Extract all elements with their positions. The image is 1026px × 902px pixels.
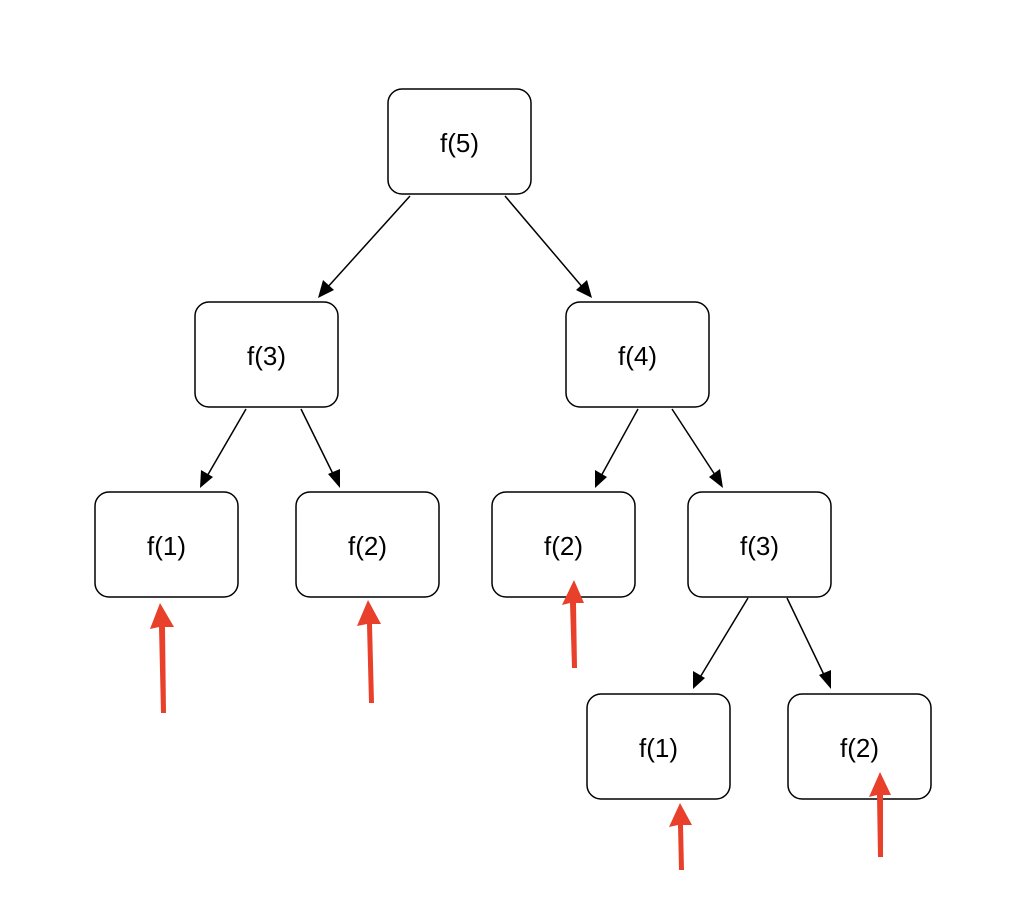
node-root-label: f(5) [440, 128, 479, 158]
edge-n3-to-n3-right [300, 408, 340, 488]
highlight-arrow-f1-first [150, 603, 174, 713]
edge-n4r-to-n4r-right [786, 597, 831, 689]
node-f1-first-label: f(1) [147, 531, 186, 561]
highlight-arrow-f2-first [357, 600, 381, 703]
highlight-arrow-f2-third [869, 772, 891, 857]
edge-n4-to-n4-right [671, 408, 723, 488]
node-f2-first-label: f(2) [348, 531, 387, 561]
node-f2-second-label: f(2) [544, 531, 583, 561]
edge-n4-to-n4-left [595, 408, 639, 488]
edge-n4r-to-n4r-left [693, 597, 749, 689]
node-f2-first: f(2) [295, 491, 440, 598]
node-f3-left-branch-label: f(3) [247, 341, 286, 371]
node-f3-right-branch-label: f(3) [740, 531, 779, 561]
node-f3-left-branch: f(3) [194, 301, 339, 408]
edge-n3-to-n3-left [200, 408, 247, 488]
node-f1-second: f(1) [586, 693, 731, 800]
node-f2-third: f(2) [787, 693, 932, 800]
node-f1-second-label: f(1) [639, 733, 678, 763]
node-f2-third-label: f(2) [840, 733, 879, 763]
node-f2-second: f(2) [491, 491, 636, 598]
highlight-arrow-f2-second [562, 580, 584, 668]
node-root: f(5) [387, 88, 532, 195]
node-f3-right-branch: f(3) [687, 491, 832, 598]
node-f1-first: f(1) [94, 491, 239, 598]
edge-root-to-n4 [504, 195, 592, 298]
node-f4: f(4) [565, 301, 710, 408]
node-f4-label: f(4) [618, 341, 657, 371]
highlight-arrow-f1-second [669, 803, 692, 870]
edge-root-to-n3 [318, 195, 411, 298]
